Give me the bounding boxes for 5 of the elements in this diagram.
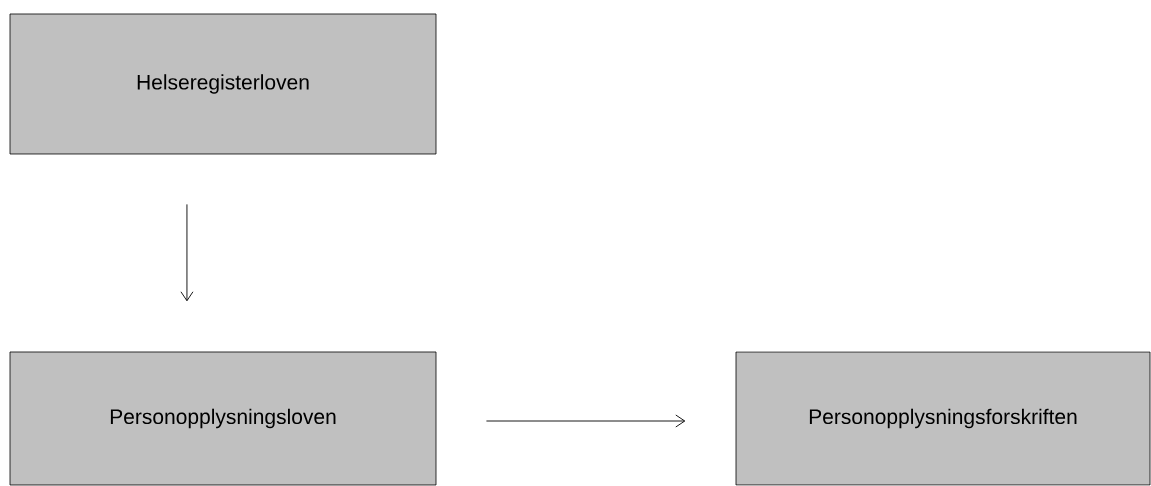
text-box: Personopplysningsloven bbox=[9, 351, 437, 486]
arrow bbox=[485, 414, 686, 428]
arrow bbox=[180, 203, 194, 302]
text-box: Personopplysningsforskriften bbox=[735, 351, 1151, 486]
text-box: Helseregisterloven bbox=[9, 13, 437, 155]
